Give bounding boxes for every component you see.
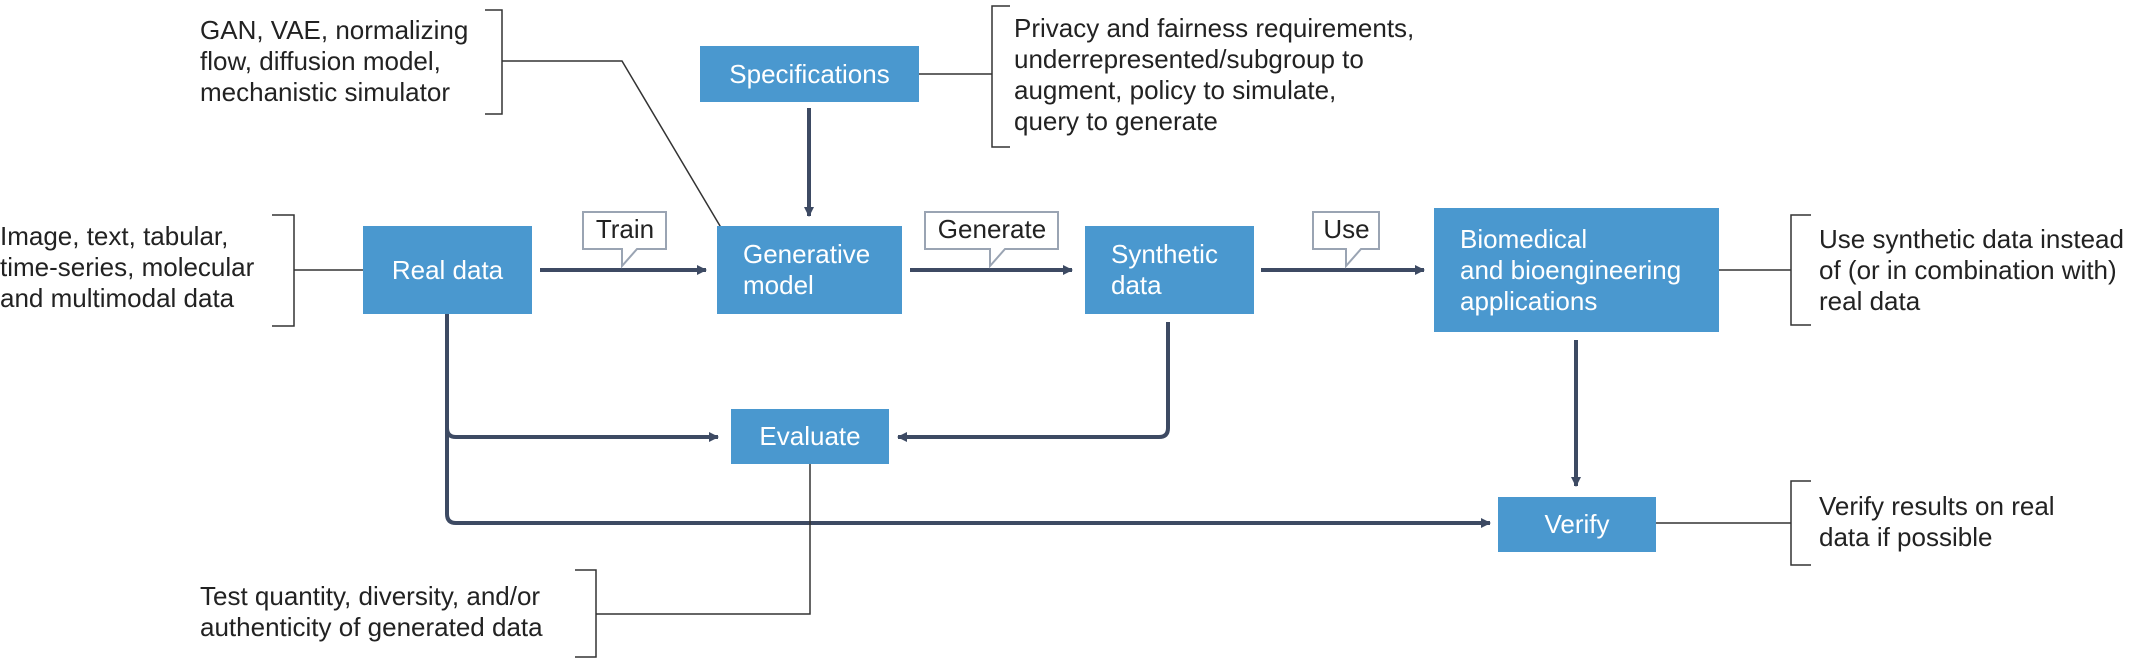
spec-details-line2: underrepresented/subgroup to	[1014, 44, 1364, 74]
generate-label: Generate	[937, 214, 1047, 244]
verify-real-line1: Verify results on real	[1819, 491, 2055, 521]
use-label: Use	[1323, 214, 1370, 244]
spec-details-line3: augment, policy to simulate,	[1014, 75, 1337, 105]
spec-details-line1: Privacy and fairness requirements,	[1014, 13, 1415, 43]
bracket-spec	[991, 5, 1010, 148]
generative-model-label-line2: model	[743, 270, 814, 300]
arrow-synthetic-to-evaluate	[897, 322, 1170, 442]
bracket-data-types	[272, 214, 295, 327]
arrow-real-to-verify	[445, 428, 1491, 528]
bracket-verify	[1790, 480, 1811, 566]
test-quality-note: Test quantity, diversity, and/or authent…	[200, 581, 543, 643]
synthetic-data-box: Synthetic data	[1085, 226, 1254, 314]
data-types-line1: Image, text, tabular,	[0, 221, 229, 251]
specifications-label: Specifications	[729, 58, 890, 89]
arrow-real-to-evaluate	[445, 314, 719, 442]
use-label-frame	[1312, 211, 1380, 269]
real-data-label: Real data	[391, 254, 504, 285]
real-data-box: Real data	[363, 226, 532, 314]
verify-box: Verify	[1498, 497, 1656, 552]
test-quality-line1: Test quantity, diversity, and/or	[200, 581, 541, 611]
bracket-use	[1790, 214, 1811, 326]
evaluate-box: Evaluate	[731, 409, 889, 464]
bracket-test	[575, 569, 597, 658]
callout-evaluate-line	[596, 457, 811, 615]
verify-real-line2: data if possible	[1819, 522, 1993, 552]
specifications-box: Specifications	[700, 46, 919, 102]
train-label-frame	[582, 211, 667, 269]
evaluate-label: Evaluate	[759, 421, 861, 451]
data-types-note: Image, text, tabular, time-series, molec…	[0, 221, 254, 314]
use-instead-line1: Use synthetic data instead	[1819, 224, 2124, 254]
use-instead-note: Use synthetic data instead of (or in com…	[1819, 224, 2124, 317]
callout-models-line	[502, 60, 727, 237]
verify-real-note: Verify results on real data if possible	[1819, 491, 2055, 553]
verify-label: Verify	[1544, 509, 1610, 539]
generative-model-label-line1: Generative	[743, 239, 871, 269]
use-instead-line3: real data	[1819, 286, 1921, 316]
data-types-line3: and multimodal data	[0, 283, 235, 313]
models-note-line2: flow, diffusion model,	[200, 46, 441, 76]
generative-model-box: Generative model	[717, 226, 902, 314]
applications-box: Biomedical and bioengineering applicatio…	[1434, 208, 1719, 332]
test-quality-line2: authenticity of generated data	[200, 612, 543, 642]
synthetic-data-label-line1: Synthetic	[1111, 239, 1218, 269]
use-instead-line2: of (or in combination with)	[1819, 255, 2117, 285]
generate-label-frame	[924, 211, 1059, 269]
synthetic-data-label-line2: data	[1111, 270, 1162, 300]
spec-details-note: Privacy and fairness requirements, under…	[1014, 13, 1414, 137]
models-note-line3: mechanistic simulator	[200, 77, 450, 107]
applications-label-line2: and bioengineering	[1460, 254, 1682, 285]
bracket-models	[485, 9, 503, 115]
models-note: GAN, VAE, normalizing flow, diffusion mo…	[200, 15, 468, 108]
applications-label-line1: Biomedical	[1460, 223, 1588, 254]
applications-label-line3: applications	[1460, 285, 1598, 316]
data-types-line2: time-series, molecular	[0, 252, 255, 282]
train-label: Train	[595, 214, 655, 244]
models-note-line1: GAN, VAE, normalizing	[200, 15, 469, 45]
spec-details-line4: query to generate	[1014, 106, 1218, 136]
